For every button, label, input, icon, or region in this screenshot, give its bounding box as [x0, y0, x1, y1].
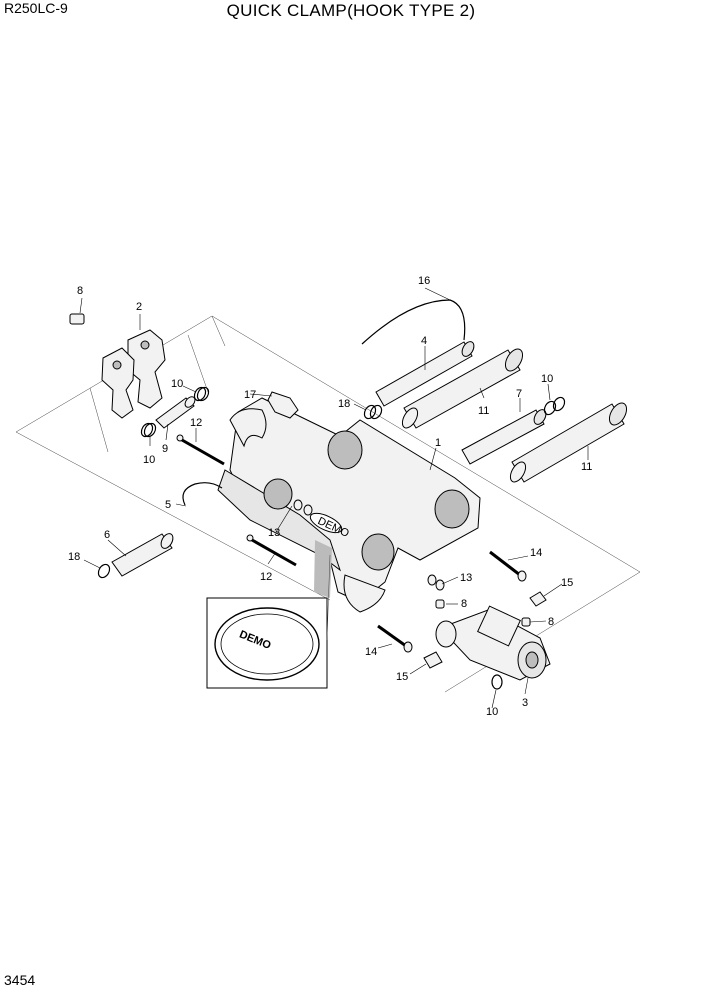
callout-13-right: 13	[460, 572, 472, 584]
wire-clip-part-5	[182, 482, 223, 506]
callout-14-left: 14	[365, 646, 377, 658]
fitting-part-15-right	[529, 591, 547, 607]
callout-4: 4	[421, 335, 427, 347]
frame-bore-lower-left	[263, 478, 293, 510]
callout-10-a: 10	[171, 378, 183, 390]
frame-bore-upper-right	[434, 489, 470, 529]
bolt-part-12-lower	[246, 534, 297, 567]
callout-10-d: 10	[486, 706, 498, 718]
callout-16: 16	[418, 275, 430, 287]
fitting-part-15-left	[423, 651, 443, 669]
o-ring-part-10-b	[140, 422, 157, 438]
o-ring-part-10-c	[543, 396, 566, 416]
callout-18-upper: 18	[338, 398, 350, 410]
o-ring-part-18-lower	[97, 563, 111, 579]
callout-6: 6	[104, 529, 110, 541]
page-number: 3454	[4, 972, 36, 988]
frame-bore-upper-left	[327, 430, 363, 470]
plug-part-8-mid	[435, 599, 445, 609]
plug-part-8-top	[69, 297, 85, 325]
callout-13-left: 13	[268, 527, 280, 539]
callout-8-mid: 8	[461, 598, 467, 610]
bolt-part-14-left	[377, 624, 413, 653]
callout-9: 9	[162, 443, 168, 455]
leader-lines	[83, 287, 589, 709]
tube-part-11-upper	[401, 348, 524, 429]
bolt-part-12-upper	[176, 434, 225, 466]
wire-part-16	[361, 299, 466, 345]
cylinder-part-4	[375, 341, 475, 407]
pin-part-7	[461, 409, 547, 465]
frame-bore-lower-right	[361, 533, 395, 571]
callout-7: 7	[516, 388, 522, 400]
callout-5: 5	[165, 499, 171, 511]
o-ring-part-10-d	[491, 674, 503, 690]
callout-3: 3	[522, 697, 528, 709]
decal-detail-box: DEMO	[206, 554, 331, 689]
callout-17: 17	[244, 389, 256, 401]
callout-8-top: 8	[77, 285, 83, 297]
callout-10-b: 10	[143, 454, 155, 466]
callout-12-upper: 12	[190, 417, 202, 429]
washer-part-13	[293, 499, 445, 591]
callout-8-right: 8	[548, 616, 554, 628]
callout-11-lower: 11	[581, 461, 592, 473]
callout-11-upper: 11	[478, 405, 489, 417]
plate-part-17	[267, 391, 299, 419]
bolt-part-14-right	[489, 550, 527, 582]
callout-15-right: 15	[561, 577, 573, 589]
callout-14-right: 14	[530, 547, 542, 559]
main-frame-part-1	[217, 397, 481, 613]
hook-part-2	[89, 329, 209, 453]
callout-12-lower: 12	[260, 571, 272, 583]
cylinder-assembly-part-3	[435, 605, 551, 681]
callout-18-lower: 18	[68, 551, 80, 563]
callout-1: 1	[435, 437, 441, 449]
o-ring-part-10-a	[193, 386, 210, 402]
callout-15-left: 15	[396, 671, 408, 683]
diagram-title: QUICK CLAMP(HOOK TYPE 2)	[226, 1, 476, 20]
tube-part-11-lower	[509, 402, 628, 483]
callout-2: 2	[136, 301, 142, 313]
plug-part-8-right	[521, 617, 531, 627]
pin-part-9	[155, 396, 196, 429]
pin-part-6	[111, 533, 174, 577]
callout-10-c: 10	[541, 373, 553, 385]
o-ring-part-18-upper	[363, 404, 383, 420]
model-code: R250LC-9	[4, 0, 68, 16]
